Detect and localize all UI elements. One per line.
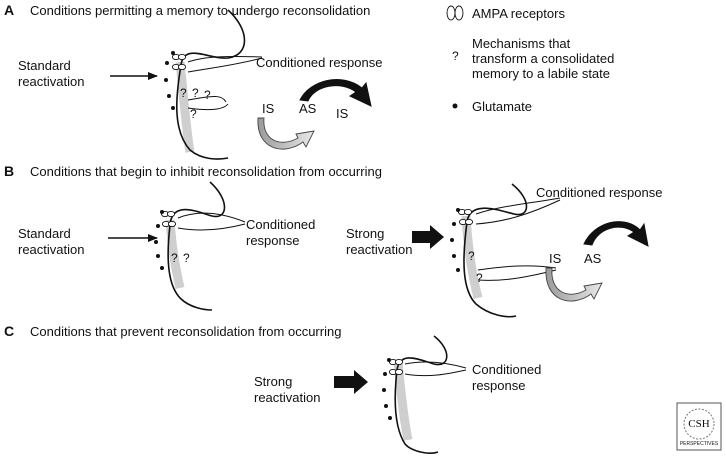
legend-ampa: AMPA receptors [472,6,565,21]
ampa-receptor-icon [171,63,187,71]
panel-a: A Conditions permitting a memory to unde… [4,2,382,160]
glutamate-dot [383,372,387,376]
legend-mech-line2: transform a consolidated [472,51,614,66]
panel-a-is-label: IS [262,101,275,116]
panel-b-response-left-line1: Conditioned [246,217,315,232]
panel-b: B Conditions that begin to inhibit recon… [4,163,662,318]
panel-a-synapse-shading [175,61,195,153]
ampa-receptor-icon [388,368,404,376]
panel-c-strong-arrow [334,370,368,394]
panel-b-response-left-line2: response [246,233,299,248]
panel-a-curved-black-arrow [299,79,372,107]
question-mark: ? [183,251,190,265]
ampa-receptor-icon [161,220,177,228]
question-mark: ? [171,251,178,265]
panel-b-strong-line1: Strong [346,226,384,241]
ampa-receptor-icon [457,208,473,216]
question-mark: ? [204,88,211,102]
question-mark: ? [180,86,187,100]
panel-b-letter: B [4,163,14,179]
glutamate-dot [387,358,391,362]
ampa-legend-icon [446,5,464,21]
legend-mech-line1: Mechanisms that [472,36,571,51]
glutamate-dot [160,266,164,270]
panel-c-letter: C [4,323,14,339]
glutamate-dot [452,254,456,258]
glutamate-dot [164,78,168,82]
panel-b-standard-line2: reactivation [18,242,84,257]
glutamate-dot [388,416,392,420]
panel-c-strong-line2: reactivation [254,390,320,405]
csh-perspectives-logo: CSH PERSPECTIVES [676,402,722,451]
question-mark: ? [468,249,475,263]
ampa-receptor-icon [388,358,404,366]
panel-a-stimulus-line1: Standard [18,58,71,73]
panel-b-response-right: Conditioned response [536,185,662,200]
legend-mech-symbol: ? [452,49,459,63]
panel-a-neuron: ? ? ? ? [164,9,263,160]
panel-b-strong-line2: reactivation [346,242,412,257]
logo-line2: PERSPECTIVES [680,441,719,447]
panel-c-neuron [382,335,467,454]
panel-b-as-label: AS [584,251,602,266]
panel-b-curved-gray-arrow [545,267,603,302]
question-mark: ? [192,86,199,100]
panel-c-response-line2: response [472,378,525,393]
legend: AMPA receptors ? Mechanisms that transfo… [446,5,614,114]
panel-a-letter: A [4,2,14,18]
question-mark: ? [190,107,197,121]
panel-b-heading: Conditions that begin to inhibit reconso… [30,164,382,179]
glutamate-dot [456,268,460,272]
question-mark: ? [476,271,483,285]
glutamate-dot [154,240,158,244]
glutamate-dot [156,254,160,258]
panel-a-heading: Conditions permitting a memory to underg… [30,3,370,18]
glutamate-dot [167,94,171,98]
panel-b-is-label: IS [549,251,562,266]
legend-mech-line3: memory to a labile state [472,66,610,81]
glutamate-dot [456,208,460,212]
ampa-receptor-icon [458,218,474,226]
panel-b-strong-arrow [412,225,444,249]
panel-b-standard-line1: Standard [18,226,71,241]
logo-line1: CSH [688,418,709,430]
glutamate-dot [171,51,175,55]
glutamate-dot [452,222,456,226]
glutamate-dot [450,238,454,242]
panel-c-strong-line1: Strong [254,374,292,389]
panel-c: C Conditions that prevent reconsolidatio… [4,323,541,454]
panel-c-response-line1: Conditioned [472,362,541,377]
panel-a-as-label: AS [299,101,317,116]
glutamate-legend-icon [452,103,458,109]
legend-glutamate: Glutamate [472,99,532,114]
panel-b-curved-black-arrow [583,221,649,247]
panel-b-neuron-left: ? ? [154,181,246,311]
panel-c-heading: Conditions that prevent reconsolidation … [30,324,341,339]
glutamate-dot [165,61,169,65]
glutamate-dot [156,224,160,228]
panel-a-curved-gray-arrow [257,117,315,150]
glutamate-dot [160,210,164,214]
panel-a-is-label-2: IS [336,106,349,121]
glutamate-dot [384,404,388,408]
glutamate-dot [171,106,175,110]
panel-a-response: Conditioned response [256,55,382,70]
panel-b-neuron-right: ? ? [450,183,561,318]
glutamate-dot [382,388,386,392]
panel-a-stimulus-line2: reactivation [18,74,84,89]
ampa-receptor-icon [171,53,187,61]
